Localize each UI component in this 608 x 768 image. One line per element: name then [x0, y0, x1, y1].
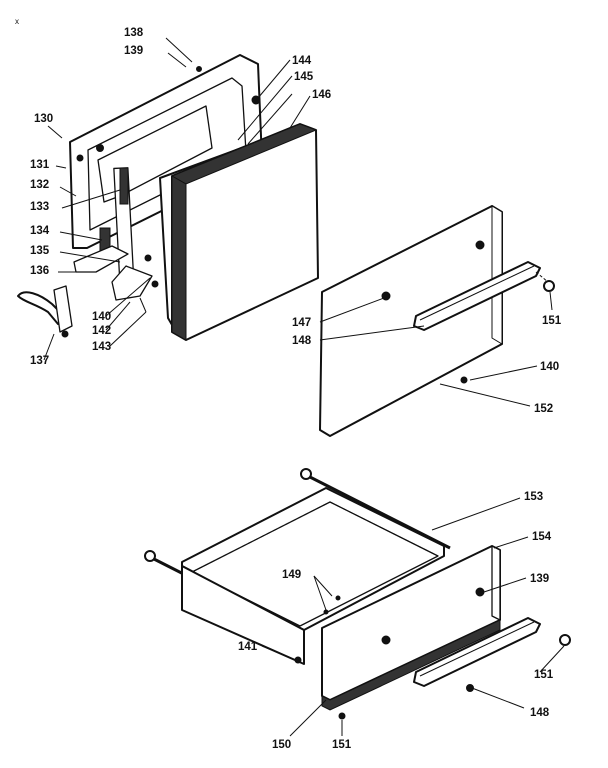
panel-clip-top — [475, 240, 485, 250]
callout-152: 152 — [534, 403, 553, 415]
hinge-pin — [144, 254, 152, 262]
callout-136: 136 — [30, 265, 49, 277]
frame-screw-top — [196, 66, 202, 72]
drawer-clip-left — [381, 635, 391, 645]
callout-149: 149 — [282, 569, 301, 581]
callout-148: 148 — [292, 335, 312, 347]
drawer-clip-right — [475, 587, 485, 597]
callout-141: 141 — [238, 641, 258, 653]
callout-131: 131 — [30, 159, 50, 171]
drawer-front-panel-assembly — [319, 205, 555, 437]
callout-142: 142 — [92, 325, 111, 337]
frame-screw-left — [96, 144, 104, 152]
callout-151: 151 — [332, 739, 352, 751]
callout-148: 148 — [530, 707, 550, 719]
callout-labels: 138 139 130 131 132 133 134 135 136 140 … — [30, 27, 562, 751]
callout-139: 139 — [530, 573, 549, 585]
corner-mark: x — [15, 17, 19, 26]
door-panel-edge — [171, 175, 187, 341]
callout-134: 134 — [30, 225, 50, 237]
callout-150: 150 — [272, 739, 291, 751]
front-panel — [319, 205, 503, 437]
callout-151: 151 — [534, 669, 554, 681]
drawer-front-edge — [491, 545, 501, 621]
callout-138: 138 — [124, 27, 144, 39]
callout-147: 147 — [292, 317, 311, 329]
hinge-screw — [151, 280, 159, 288]
drawer-handle — [413, 617, 541, 687]
callout-139: 139 — [124, 45, 143, 57]
drawer-handle-clip — [466, 684, 474, 692]
callout-140: 140 — [540, 361, 559, 373]
callout-140: 140 — [92, 311, 111, 323]
frame-screw-side — [76, 154, 84, 162]
storage-drawer-assembly — [144, 468, 571, 720]
callout-130: 130 — [34, 113, 53, 125]
panel-handle — [413, 261, 541, 331]
hinge-spring — [119, 167, 129, 205]
callout-153: 153 — [524, 491, 543, 503]
drawer-side-left — [181, 565, 305, 665]
callout-133: 133 — [30, 201, 49, 213]
callout-132: 132 — [30, 179, 49, 191]
panel-pin — [460, 376, 468, 384]
callout-145: 145 — [294, 71, 314, 83]
callout-151: 151 — [542, 315, 562, 327]
drawer-handle-cap — [559, 634, 571, 646]
door-handle-post — [53, 285, 73, 333]
drawer-kick-plate — [321, 619, 501, 711]
callout-154: 154 — [532, 531, 552, 543]
hinge-bracket — [111, 265, 153, 301]
leader-lines — [43, 37, 565, 737]
callout-146: 146 — [312, 89, 331, 101]
oven-door-assembly — [17, 54, 319, 341]
drawer-rail-rear — [303, 472, 451, 550]
callout-135: 135 — [30, 245, 50, 257]
callout-143: 143 — [92, 341, 111, 353]
panel-handle-cap — [543, 280, 555, 292]
callout-137: 137 — [30, 355, 49, 367]
callout-144: 144 — [292, 55, 312, 67]
